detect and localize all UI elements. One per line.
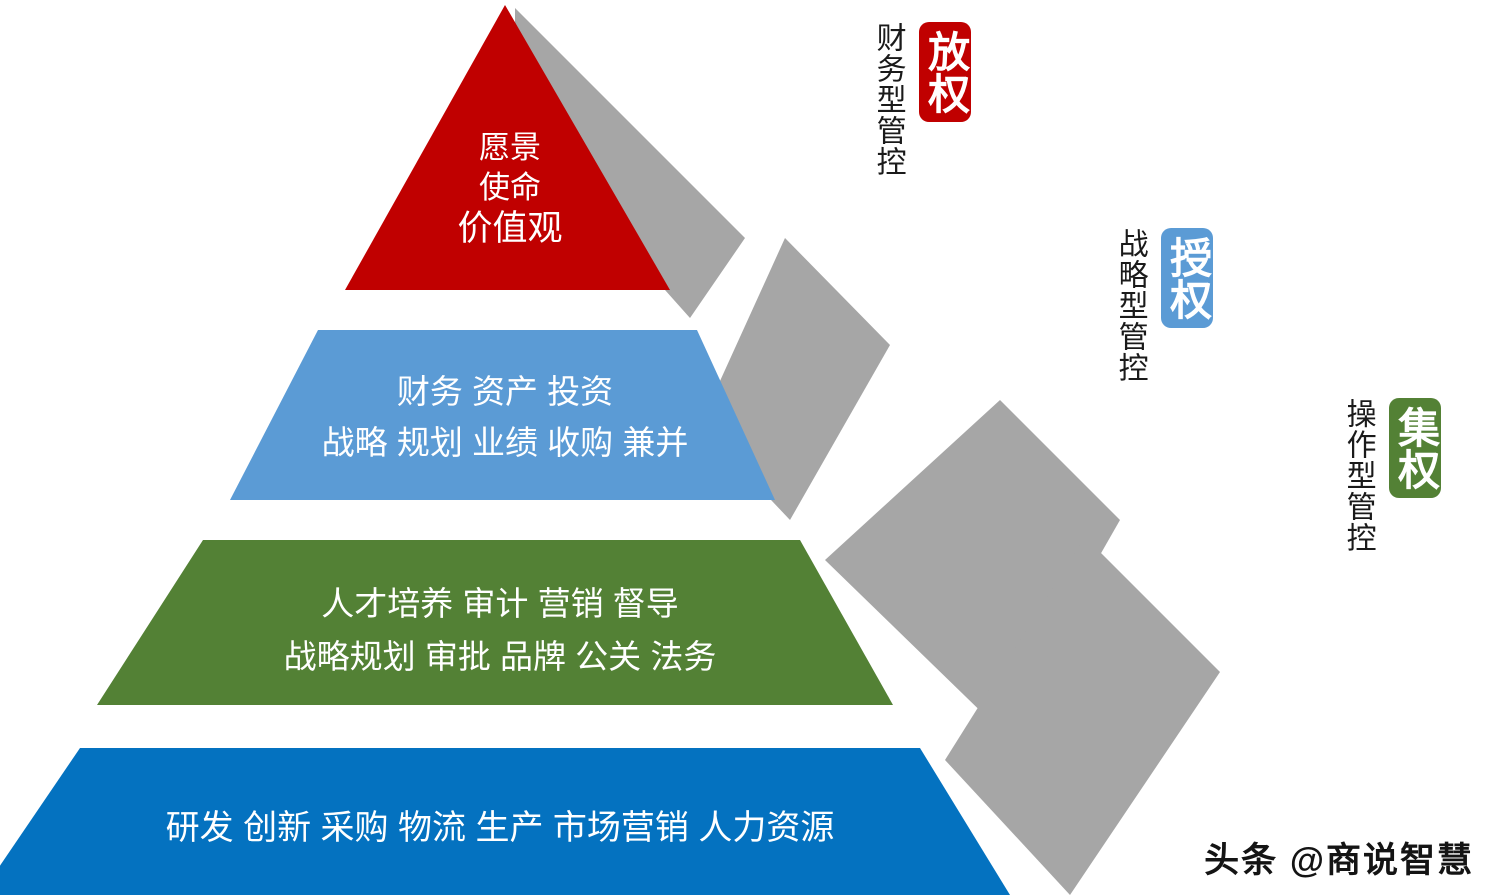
badge-financial-delegation[interactable]: 放权 [918,22,971,122]
pyramid-level-operational[interactable] [97,540,893,705]
badge-operational-centralization[interactable]: 集权 [1388,398,1441,498]
control-mode-financial[interactable]: 放权 财务型管控 [872,22,971,177]
badge-strategic-authorization[interactable]: 授权 [1160,228,1213,328]
pyramid-level-apex[interactable] [345,5,670,290]
shadow-shape-apex [515,8,745,318]
pyramid-level-base[interactable] [0,748,1010,895]
control-mode-operational[interactable]: 集权 操作型管控 [1342,398,1441,553]
shadow-shape-base [945,537,1220,895]
label-operational-control: 操作型管控 [1341,398,1375,553]
watermark: 头条 @商说智慧 [1204,841,1474,880]
control-mode-strategic[interactable]: 授权 战略型管控 [1114,228,1213,383]
label-strategic-control: 战略型管控 [1113,228,1147,383]
pyramid-level-strategic[interactable] [230,330,775,500]
label-financial-control: 财务型管控 [871,22,905,177]
